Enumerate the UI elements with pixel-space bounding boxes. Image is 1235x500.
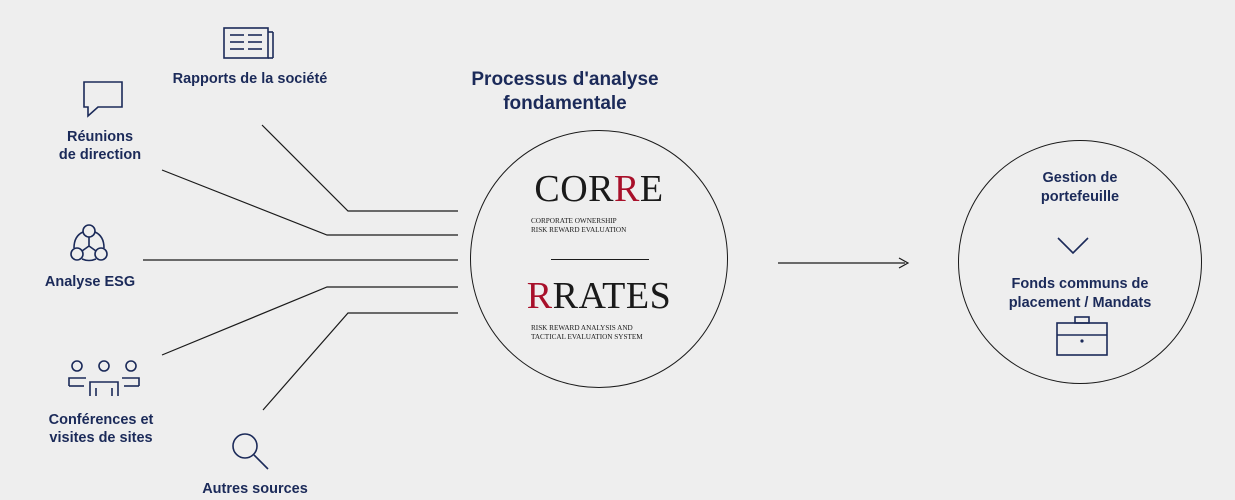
briefcase-icon — [1056, 316, 1108, 356]
conferences-line1: Conférences et — [48, 412, 154, 428]
corre-sub1: Corporate Ownership — [531, 217, 617, 225]
connector-management-meetings — [161, 169, 458, 236]
rrates-subtitle: Risk Reward Analysis and Tactical Evalua… — [531, 324, 671, 342]
portfolio-heading: Gestion de portefeuille — [959, 169, 1201, 207]
portfolio-heading-line2: portefeuille — [1040, 189, 1120, 205]
esg-network-icon — [70, 224, 108, 262]
corre-sub2: Risk Reward Evaluation — [531, 226, 627, 234]
process-title-line1: Processus d'analyse — [471, 69, 659, 90]
management-meetings-label: Réunions de direction — [30, 128, 170, 164]
rrates-sub1: Risk Reward Analysis and — [531, 324, 633, 332]
conferences-label: Conférences et visites de sites — [26, 411, 176, 447]
portfolio-circle: Gestion de portefeuille Fonds communs de… — [958, 140, 1202, 384]
process-title-line2: fondamentale — [503, 93, 627, 114]
rrates-sub2: Tactical Evaluation System — [531, 333, 643, 341]
chevron-down-icon — [1057, 237, 1089, 255]
people-group-icon — [68, 360, 140, 396]
corre-suffix: E — [639, 168, 664, 210]
esg-label: Analyse ESG — [44, 274, 136, 290]
management-meetings-line1: Réunions — [66, 129, 134, 145]
funds-label: Fonds communs de placement / Mandats — [959, 275, 1201, 313]
corre-prefix: COR — [534, 168, 615, 210]
rrates-accent: R — [526, 275, 553, 317]
analysis-circle: CORRE Corporate Ownership Risk Reward Ev… — [470, 130, 728, 388]
rrates-rest: RATES — [552, 275, 672, 317]
connector-conferences — [161, 286, 458, 356]
corre-accent: R — [614, 168, 640, 210]
connector-company-reports — [261, 124, 458, 212]
corre-logo: CORRE — [471, 169, 727, 209]
management-meetings-line2: de direction — [58, 147, 142, 163]
connector-other — [262, 312, 458, 411]
chat-bubble-icon — [83, 81, 123, 118]
portfolio-heading-line1: Gestion de — [1042, 170, 1118, 186]
other-sources-label: Autres sources — [202, 481, 308, 497]
logo-divider — [551, 259, 649, 260]
process-title: Processus d'analyse fondamentale — [470, 68, 660, 116]
funds-line2: placement / Mandats — [1008, 295, 1152, 311]
arrow-head — [898, 257, 910, 269]
funds-line1: Fonds communs de — [1011, 276, 1149, 292]
corre-subtitle: Corporate Ownership Risk Reward Evaluati… — [531, 217, 671, 235]
rrates-logo: RRATES — [471, 276, 727, 316]
company-reports-label: Rapports de la société — [172, 71, 328, 87]
document-icon — [223, 27, 274, 59]
magnifier-icon — [232, 433, 269, 470]
conferences-line2: visites de sites — [49, 430, 153, 446]
